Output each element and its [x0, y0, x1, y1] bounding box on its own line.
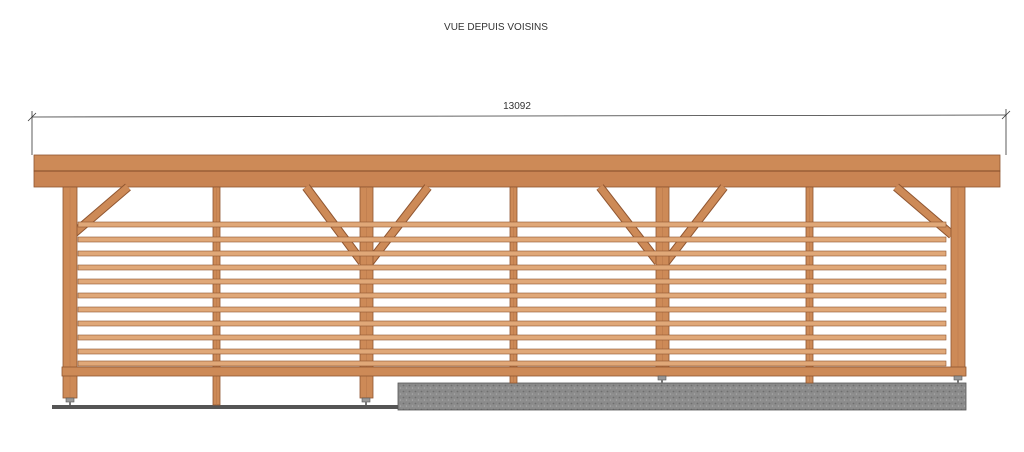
bottom-rail: [61, 366, 967, 377]
footing-rod: [365, 402, 367, 405]
ground-line: [52, 405, 400, 409]
dimension-label: 13092: [503, 101, 531, 112]
slat: [77, 334, 947, 341]
brace: [69, 184, 131, 238]
footing-plate: [953, 375, 963, 381]
dimension-line: [27, 109, 1011, 155]
footing-plate: [657, 375, 667, 381]
slat: [77, 264, 947, 271]
slat: [77, 360, 947, 367]
slat: [77, 278, 947, 285]
roof-lower-beam: [33, 170, 1001, 188]
post-footings: [65, 375, 963, 405]
brace: [893, 184, 955, 238]
cladding-slats: [77, 221, 947, 367]
slat: [77, 306, 947, 313]
footing-rod: [661, 380, 663, 383]
roof: [33, 154, 1001, 188]
slat: [77, 236, 947, 243]
footing-plate: [65, 397, 75, 403]
footing-rod: [957, 380, 959, 383]
slat: [77, 320, 947, 327]
footing-plate: [361, 397, 371, 403]
slat: [77, 348, 947, 355]
roof-upper-beam: [33, 154, 1001, 172]
footing-rod: [69, 402, 71, 405]
gravel-bed: [397, 382, 967, 411]
drawing-title: VUE DEPUIS VOISINS: [444, 22, 548, 33]
slat: [77, 292, 947, 299]
slat: [77, 250, 947, 257]
slat: [77, 221, 947, 228]
